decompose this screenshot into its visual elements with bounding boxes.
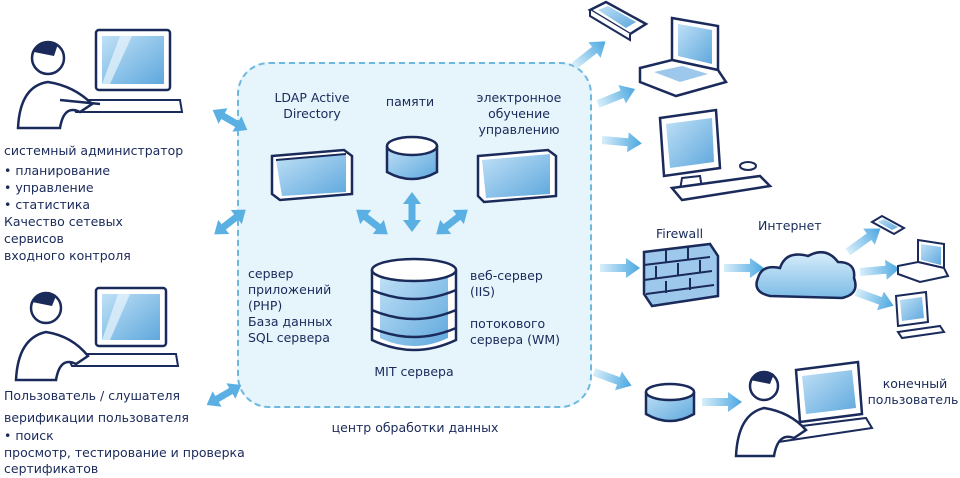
student-line3: просмотр, тестирование и проверка: [4, 445, 245, 460]
dc-enduser-arrow: [590, 362, 636, 396]
phone-icon: [587, 0, 649, 42]
ldap-label-line1: LDAP Active: [274, 90, 350, 105]
admin-extra-line1: Качество сетевых: [4, 214, 123, 229]
storage-enduser-arrow: [702, 392, 742, 412]
end-user-workstation-icon: [734, 360, 874, 458]
student-role-label: Пользователь / слушателя: [4, 388, 181, 403]
datacenter-caption: центр обработки данных: [331, 420, 499, 435]
end-user-label-line1: конечный: [882, 376, 948, 391]
dc-admin-arrow: [208, 202, 252, 242]
desktop-monitor-icon: [658, 108, 773, 202]
admin-workstation-icon: [16, 28, 184, 130]
student-line2: • поиск: [4, 428, 54, 443]
memory-storage-icon: [385, 135, 439, 181]
dc-monitor-arrow: [601, 130, 643, 154]
dc-laptop-arrow: [594, 79, 639, 114]
web-server-line2: (IIS): [470, 284, 496, 299]
cloud-monitor-arrow: [852, 282, 898, 316]
internet-cloud-icon: [755, 250, 857, 300]
stream-server-line1: потокового: [470, 316, 546, 331]
admin-dc-arrow: [208, 102, 252, 138]
firewall-icon: [642, 242, 720, 308]
elearning-label-line2: обучение: [488, 106, 550, 121]
dc-phone-arrow: [567, 33, 612, 74]
internet-label: Интернет: [758, 218, 822, 233]
ldap-mit-arrow: [350, 202, 394, 242]
laptop-icon: [638, 16, 728, 98]
small-monitor-icon: [894, 290, 946, 340]
elearning-mit-arrow: [430, 202, 474, 242]
app-server-line4: База данных: [248, 314, 333, 329]
memory-mit-arrow: [403, 192, 421, 232]
student-line1: верификации пользователя: [4, 410, 189, 425]
student-line4: сертификатов: [4, 461, 99, 476]
small-phone-icon: [869, 214, 907, 236]
end-user-label-line2: пользователь: [867, 392, 959, 407]
app-server-line2: приложений: [248, 282, 332, 297]
elearning-label-line1: электронное: [476, 90, 562, 105]
mit-server-label: MIT сервера: [374, 364, 454, 379]
ldap-server-icon: [270, 148, 354, 202]
small-laptop-icon: [897, 238, 950, 284]
admin-item-management: • управление: [4, 180, 94, 195]
admin-item-planning: • планирование: [4, 163, 111, 178]
elearning-label-line3: управлению: [478, 122, 560, 137]
elearning-server-icon: [476, 148, 558, 204]
web-server-line1: веб-сервер: [470, 268, 543, 283]
dc-firewall-arrow: [600, 258, 640, 278]
memory-label: памяти: [385, 94, 435, 109]
admin-extra-line3: входного контроля: [4, 248, 131, 263]
app-server-line5: SQL сервера: [248, 330, 330, 345]
mit-server-stack-icon: [370, 257, 458, 352]
admin-extra-line2: сервисов: [4, 231, 64, 246]
admin-item-statistics: • статистика: [4, 197, 91, 212]
ldap-label-line2: Directory: [283, 106, 341, 121]
stream-server-line2: сервера (WM): [470, 332, 561, 347]
app-server-line3: (PHP): [248, 298, 283, 313]
student-workstation-icon: [14, 286, 180, 382]
student-dc-arrow: [202, 377, 246, 413]
cloud-laptop-arrow: [859, 258, 901, 282]
admin-role-label: системный администратор: [4, 143, 184, 158]
firewall-label: Firewall: [656, 226, 704, 241]
end-user-storage-icon: [644, 382, 696, 423]
app-server-line1: сервер: [248, 266, 294, 281]
